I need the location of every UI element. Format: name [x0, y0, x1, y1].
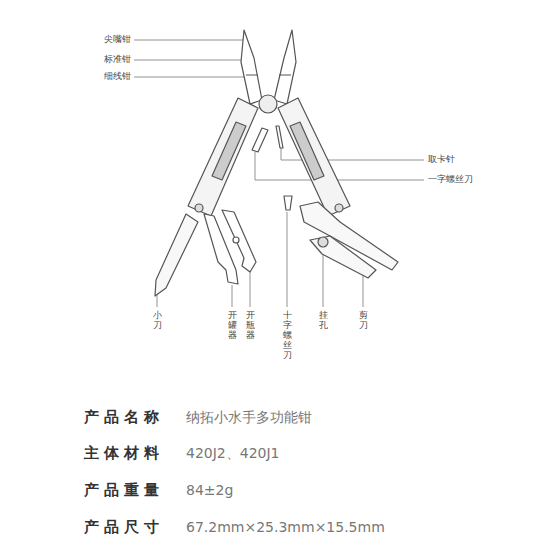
bottle-opener [222, 210, 256, 272]
plier-jaw [274, 30, 296, 104]
handle-slot [290, 122, 324, 180]
spec-value: 纳拓小水手多功能钳 [186, 409, 312, 427]
callout-label: 挂孔 [319, 311, 328, 331]
spec-value: 67.2mm×25.3mm×15.5mm [186, 519, 385, 535]
callout-label: 开罐器 [228, 311, 237, 341]
callout-label: 剪刀 [359, 311, 368, 331]
left-handle [188, 98, 258, 216]
callout-label: 取卡针 [428, 154, 455, 165]
handle-slot [212, 122, 246, 180]
callout-label: 尖嘴钳 [104, 34, 131, 45]
hanging-hole [318, 237, 328, 247]
leader-line [287, 212, 288, 307]
leader-line [232, 285, 233, 307]
spec-key: 产品名称 [84, 408, 164, 427]
spec-value: 420J2、420J1 [186, 445, 280, 463]
callout-label: 十字螺丝刀 [283, 311, 292, 360]
spec-value: 84±2g [186, 482, 233, 498]
leader-line [134, 60, 243, 61]
phillips-screwdriver [284, 196, 292, 210]
callout-label: 标准钳 [104, 54, 131, 65]
callout-label: 细线钳 [104, 71, 131, 82]
spec-key: 产品尺寸 [84, 518, 164, 537]
plier-jaw [241, 30, 262, 104]
leader-line [134, 77, 245, 78]
callout-label: 小刀 [153, 311, 162, 331]
spec-key: 主体材料 [84, 444, 164, 463]
callout-label: 开瓶器 [246, 311, 255, 341]
callout-label: 一字螺丝刀 [428, 174, 473, 185]
right-handle [278, 98, 350, 216]
leader-line [250, 272, 251, 307]
opener-hole [233, 237, 239, 243]
flat-screwdriver [252, 128, 268, 152]
pivot [259, 95, 277, 113]
knife-blade [155, 214, 198, 296]
leader-line [255, 152, 424, 180]
leader-line [134, 40, 246, 41]
spec-key: 产品重量 [84, 481, 164, 500]
scissors-blade [310, 236, 376, 278]
sim-pin [276, 126, 283, 148]
rivet [335, 204, 343, 212]
rivet [195, 204, 203, 212]
jaw-teeth [246, 74, 291, 75]
leader-line [323, 250, 324, 307]
